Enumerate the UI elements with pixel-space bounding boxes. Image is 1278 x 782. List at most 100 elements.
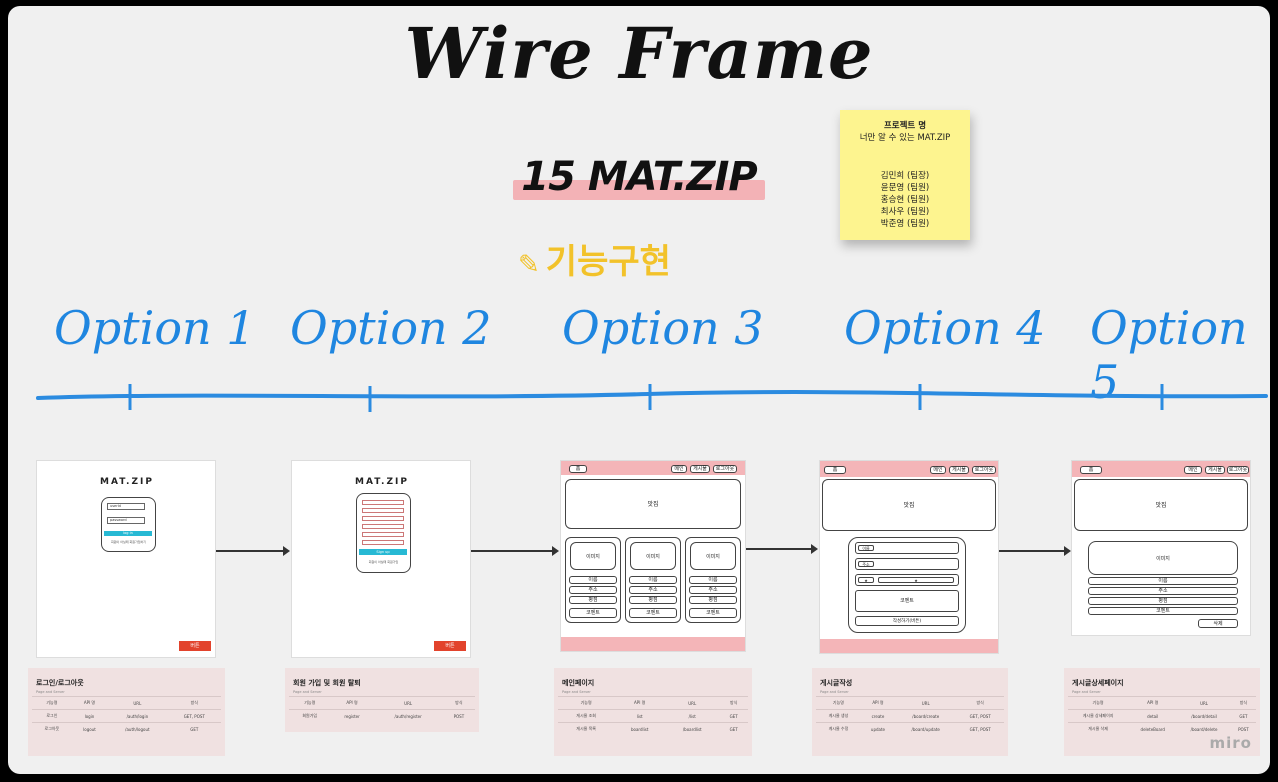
- wf4-name-row[interactable]: 이름: [855, 542, 959, 554]
- wireframe-main[interactable]: 홈 메인 게시물 로그아웃 맛집 이미지 이름 주소 평점 코멘트 이미지 이름…: [560, 460, 746, 652]
- wf2-field[interactable]: [362, 508, 404, 513]
- th: API 명: [330, 696, 374, 710]
- wf1-red-button[interactable]: 버튼: [179, 641, 211, 651]
- feature-heading: ✎기능구현: [518, 234, 671, 283]
- pushpin-icon: ✎: [518, 250, 540, 280]
- th: URL: [1177, 696, 1231, 710]
- wf5-hero: 맛집: [1074, 479, 1248, 531]
- star-icon: ★: [858, 577, 874, 583]
- wf4-form: 이름 주소 ★ ★ 코멘트 작성하기(버튼): [848, 537, 966, 633]
- th: API 명: [1128, 696, 1178, 710]
- wf3-card[interactable]: 이미지 이름 주소 평점 코멘트: [625, 537, 681, 623]
- wf2-signup-box: Sign up 회원이 아닐때 회원가입: [356, 493, 411, 573]
- wf4-nav-main[interactable]: 메인: [930, 466, 946, 474]
- th: 기능명: [1068, 696, 1129, 710]
- wf2-signup-button[interactable]: Sign up: [359, 549, 407, 555]
- card-title: 메인페이지: [562, 679, 595, 687]
- wf3-card[interactable]: 이미지 이름 주소 평점 코멘트: [565, 537, 621, 623]
- wf2-field[interactable]: [362, 524, 404, 529]
- wf2-field[interactable]: [362, 532, 404, 537]
- wf5-nav-main[interactable]: 메인: [1184, 466, 1202, 474]
- wf1-pw-field[interactable]: password: [107, 517, 145, 524]
- wireframe-write-post[interactable]: 홈 메인 게시물 로그아웃 맛집 이름 주소 ★ ★ 코멘트 작성하기(버튼): [819, 460, 999, 654]
- wf3-home-button[interactable]: 홈: [569, 465, 587, 473]
- option-label-5: Option 5: [1090, 301, 1248, 409]
- wf5-nav-posts[interactable]: 게시물: [1205, 466, 1225, 474]
- wf4-rating-row[interactable]: ★ ★: [855, 574, 959, 586]
- wf4-home-button[interactable]: 홈: [824, 466, 846, 474]
- wf3-nav-main[interactable]: 메인: [671, 465, 687, 473]
- th: 방식: [1230, 696, 1256, 710]
- wf2-red-button[interactable]: 버튼: [434, 641, 466, 651]
- sticky-member: 박준영 (팀원): [880, 219, 930, 229]
- wf3-nav-logout[interactable]: 로그아웃: [713, 465, 737, 473]
- th: URL: [373, 696, 443, 710]
- wf4-nav-logout[interactable]: 로그아웃: [972, 466, 996, 474]
- wf3-card-row: 평점: [689, 596, 737, 604]
- wf1-login-button[interactable]: log in: [104, 531, 152, 536]
- wf3-bottom-bar: [561, 637, 745, 651]
- wireframe-signup[interactable]: MAT.ZIP Sign up 회원이 아닐때 회원가입 버튼: [291, 460, 471, 658]
- wf5-row: 주소: [1088, 587, 1238, 595]
- wf4-submit-button[interactable]: 작성하기(버튼): [855, 616, 959, 626]
- th: 방식: [442, 696, 475, 710]
- wf3-nav-posts[interactable]: 게시물: [690, 465, 710, 473]
- sticky-note[interactable]: 프로젝트 명 너만 알 수 있는 MAT.ZIP 김민희 (팀장) 윤문영 (팀…: [840, 110, 970, 240]
- wf5-row: 코멘트: [1088, 607, 1238, 615]
- wf3-card-row: 이름: [629, 576, 677, 584]
- wf4-hero: 맛집: [822, 479, 996, 531]
- th: URL: [665, 696, 720, 710]
- th: API 명: [71, 696, 108, 710]
- wf4-comment-area[interactable]: 코멘트: [855, 590, 959, 612]
- sticky-title: 프로젝트 명: [883, 121, 927, 131]
- sticky-member: 홍승현 (팀원): [880, 195, 930, 205]
- wf1-signup-link[interactable]: 회원이 아닐때 회원가입하기: [110, 540, 147, 544]
- wf2-field[interactable]: [362, 540, 404, 545]
- wf3-card-row: 평점: [629, 596, 677, 604]
- star-icon[interactable]: ★: [878, 577, 954, 583]
- wireframe-login[interactable]: MAT.ZIP userId password log in 회원이 아닐때 회…: [36, 460, 216, 658]
- wf5-delete-button[interactable]: 삭제: [1198, 619, 1238, 628]
- timeline: [36, 384, 1268, 412]
- miro-board[interactable]: Wire Frame 15 MAT.ZIP ✎기능구현 프로젝트 명 너만 알 …: [8, 6, 1270, 774]
- wf2-field[interactable]: [362, 500, 404, 505]
- feature-label: 기능구현: [545, 242, 671, 282]
- wf3-card-row: 코멘트: [629, 608, 677, 618]
- wf5-image: 이미지: [1088, 541, 1238, 575]
- wf2-login-link[interactable]: 회원이 아닐때 회원가입: [368, 560, 399, 564]
- wf3-card-image: 이미지: [690, 542, 736, 570]
- sticky-member: 최사우 (팀원): [880, 207, 930, 217]
- wf4-addr-row[interactable]: 주소: [855, 558, 959, 570]
- wf4-nav-posts[interactable]: 게시물: [949, 466, 969, 474]
- wireframe-post-detail[interactable]: 홈 메인 게시물 로그아웃 맛집 이미지 이름 주소 평점 코멘트 삭제: [1071, 460, 1251, 636]
- wf5-nav-logout[interactable]: 로그아웃: [1227, 466, 1249, 474]
- wf2-field[interactable]: [362, 516, 404, 521]
- wf1-login-box: userId password log in 회원이 아닐때 회원가입하기: [101, 497, 156, 552]
- wf3-card-row: 코멘트: [569, 608, 617, 618]
- wf3-card[interactable]: 이미지 이름 주소 평점 코멘트: [685, 537, 741, 623]
- card-title: 로그인/로그아웃: [36, 679, 84, 687]
- th: API 명: [860, 696, 896, 710]
- card-subtitle: Page and Server: [293, 690, 322, 694]
- wf3-card-row: 이름: [689, 576, 737, 584]
- th: 기능명: [289, 696, 331, 710]
- wf1-id-field[interactable]: userId: [107, 503, 145, 510]
- wf5-home-button[interactable]: 홈: [1080, 466, 1102, 474]
- card-subtitle: Page and Server: [36, 690, 65, 694]
- sticky-member: 윤문영 (팀원): [880, 183, 930, 193]
- wf3-card-row: 주소: [689, 586, 737, 594]
- wf2-logo: MAT.ZIP: [355, 477, 409, 487]
- wf5-row: 이름: [1088, 577, 1238, 585]
